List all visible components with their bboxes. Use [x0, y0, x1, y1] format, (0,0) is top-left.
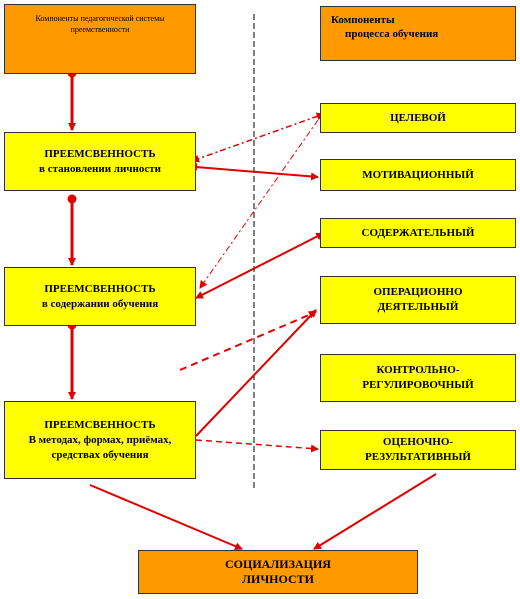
continuity-personality-title: ПРЕЕМСВЕННОСТЬ	[44, 147, 156, 160]
link-target-to-personality	[191, 112, 325, 163]
continuity-methods-title: ПРЕЕМСВЕННОСТЬ	[44, 418, 156, 431]
learning-process-header-line1: Компоненты	[331, 14, 395, 26]
socialization-line1: СОЦИАЛИЗАЦИЯ	[225, 557, 331, 571]
continuity-content-box: ПРЕЕМСВЕННОСТЬ в содержании обучения	[4, 267, 196, 326]
evaluative-component-line1: ОЦЕНОЧНО-	[382, 436, 454, 448]
link-dashed-to-operational	[179, 311, 317, 371]
link-methods-to-operational	[195, 309, 317, 437]
link-target-to-content	[199, 119, 319, 289]
evaluative-component-box: ОЦЕНОЧНО- РЕЗУЛЬТАТИВНЫЙ	[320, 430, 516, 470]
continuity-methods-line3: средствах обучения	[51, 448, 149, 461]
continuity-personality-box: ПРЕЕМСВЕННОСТЬ в становлении личности	[4, 132, 196, 191]
link-motivation-to-personality	[189, 163, 319, 181]
control-component-box: КОНТРОЛЬНО- РЕГУЛИРОВОЧНЫЙ	[320, 354, 516, 402]
continuity-methods-line2: В методах, формах, приёмах,	[28, 433, 172, 446]
content-component-box: СОДЕРЖАТЕЛЬНЫЙ	[320, 218, 516, 248]
operational-component-box: ОПЕРАЦИОННО ДЕЯТЕЛЬНЫЙ	[320, 276, 516, 324]
continuity-content-subtitle: в содержании обучения	[41, 297, 159, 310]
operational-component-line1: ОПЕРАЦИОННО	[373, 286, 463, 298]
evaluative-component-line2: РЕЗУЛЬТАТИВНЫЙ	[365, 451, 471, 463]
pedagogical-system-header-line2: преемственности	[70, 25, 130, 34]
continuity-methods-box: ПРЕЕМСВЕННОСТЬ В методах, формах, приёма…	[4, 401, 196, 479]
motivational-component-label: МОТИВАЦИОННЫЙ	[362, 168, 474, 181]
continuity-content-title: ПРЕЕМСВЕННОСТЬ	[44, 282, 156, 295]
pedagogical-system-header-line1: Компоненты педагогической системы	[35, 14, 165, 23]
control-component-line1: КОНТРОЛЬНО-	[376, 364, 460, 376]
target-component-label: ЦЕЛЕВОЙ	[390, 111, 446, 124]
link-left-to-socialization	[89, 484, 243, 550]
content-component-label: СОДЕРЖАТЕЛЬНЫЙ	[361, 226, 475, 239]
continuity-personality-subtitle: в становлении личности	[39, 162, 161, 175]
link-right-to-socialization	[313, 473, 437, 550]
learning-process-header-box: Компоненты процесса обучения	[320, 6, 516, 61]
control-component-line2: РЕГУЛИРОВОЧНЫЙ	[362, 379, 474, 391]
operational-component-line2: ДЕЯТЕЛЬНЫЙ	[377, 301, 459, 313]
socialization-line2: ЛИЧНОСТИ	[242, 572, 314, 586]
link-methods-to-evaluative	[195, 439, 319, 453]
socialization-box: СОЦИАЛИЗАЦИЯ ЛИЧНОСТИ	[138, 550, 418, 594]
link-content-to-education	[195, 232, 325, 299]
learning-process-header-line2: процесса обучения	[345, 28, 439, 40]
pedagogical-system-header-box: Компоненты педагогической системы преемс…	[4, 4, 196, 74]
motivational-component-box: МОТИВАЦИОННЫЙ	[320, 159, 516, 191]
target-component-box: ЦЕЛЕВОЙ	[320, 103, 516, 133]
